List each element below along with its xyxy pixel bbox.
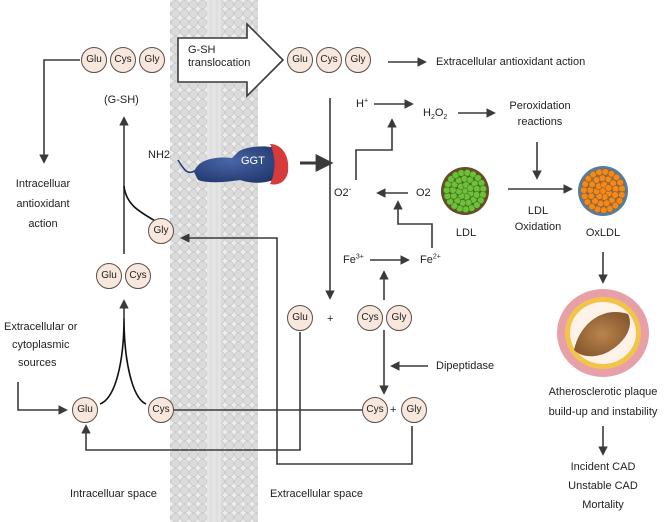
oxldl-particle (578, 166, 628, 216)
label-h-plus: H+ (356, 97, 369, 110)
label-fe3: Fe3+ (343, 253, 364, 266)
label-sources: Extracellular or cytoplasmic sources (4, 321, 78, 369)
gly-join-curve (123, 185, 158, 223)
label-ldl: LDL (455, 227, 477, 239)
glu-cys-ligation-curve (99, 317, 147, 405)
label-extracellular-antioxidant: Extracellular antioxidant action (436, 56, 586, 68)
label-intracellular-antioxidant: Intracelluar antioxidant action (15, 178, 71, 230)
label-nh2: NH2 (148, 149, 171, 161)
ldl-particle (441, 167, 489, 215)
bead-gly-extracellular-gsh: Gly (345, 47, 371, 73)
label-oxldl: OxLDL (585, 227, 621, 239)
label-fe2: Fe2+ (420, 253, 441, 266)
bead-glu-intracellular-gsh: Glu (81, 47, 107, 73)
bead-cys-extracellular-gsh: Cys (316, 47, 342, 73)
bead-gly-extracellular: Gly (401, 397, 427, 423)
label-intracellular-space: Intracelluar space (70, 488, 157, 500)
label-plus-cys-gly: + (390, 404, 397, 416)
label-extracellular-space: Extracellular space (270, 488, 363, 500)
bead-glu-extracellular: Glu (287, 305, 313, 331)
bead-gly-cysgly: Gly (386, 305, 412, 331)
label-h2o2: H2O2 (423, 107, 448, 122)
arrow-glu-return (81, 332, 301, 451)
label-gsh: (G-SH) (104, 94, 139, 106)
arrow-sources-to-glu (17, 382, 68, 415)
label-dipeptidase: Dipeptidase (436, 360, 495, 372)
bead-cys-intracellular-gsh: Cys (110, 47, 136, 73)
arrow-fe2-to-o2 (393, 200, 433, 248)
cell-membrane (170, 0, 258, 522)
plaque-illustration (557, 289, 649, 377)
bead-cys-glucys: Cys (125, 263, 151, 289)
translocation-arrow (177, 22, 285, 98)
bead-gly-intracellular: Gly (148, 218, 174, 244)
bead-cys-cysgly: Cys (357, 305, 383, 331)
bead-gly-intracellular-gsh: Gly (139, 47, 165, 73)
label-plus-glu-cysgly: + (327, 313, 334, 325)
bead-cys-intracellular: Cys (148, 397, 174, 423)
ggt-enzyme (177, 144, 289, 185)
label-o2: O2 (416, 187, 431, 199)
arrow-gly-return (180, 233, 413, 465)
arrow-to-intracellular-action (39, 59, 80, 164)
label-ggt: GGT (241, 155, 265, 167)
bead-glu-extracellular-gsh: Glu (287, 47, 313, 73)
arrow-o2radical-to-h (355, 118, 397, 180)
bead-glu-glucys: Glu (96, 263, 122, 289)
bead-cys-extracellular: Cys (362, 397, 388, 423)
bead-glu-intracellular: Glu (72, 397, 98, 423)
label-o2-radical: O2- (334, 186, 352, 199)
